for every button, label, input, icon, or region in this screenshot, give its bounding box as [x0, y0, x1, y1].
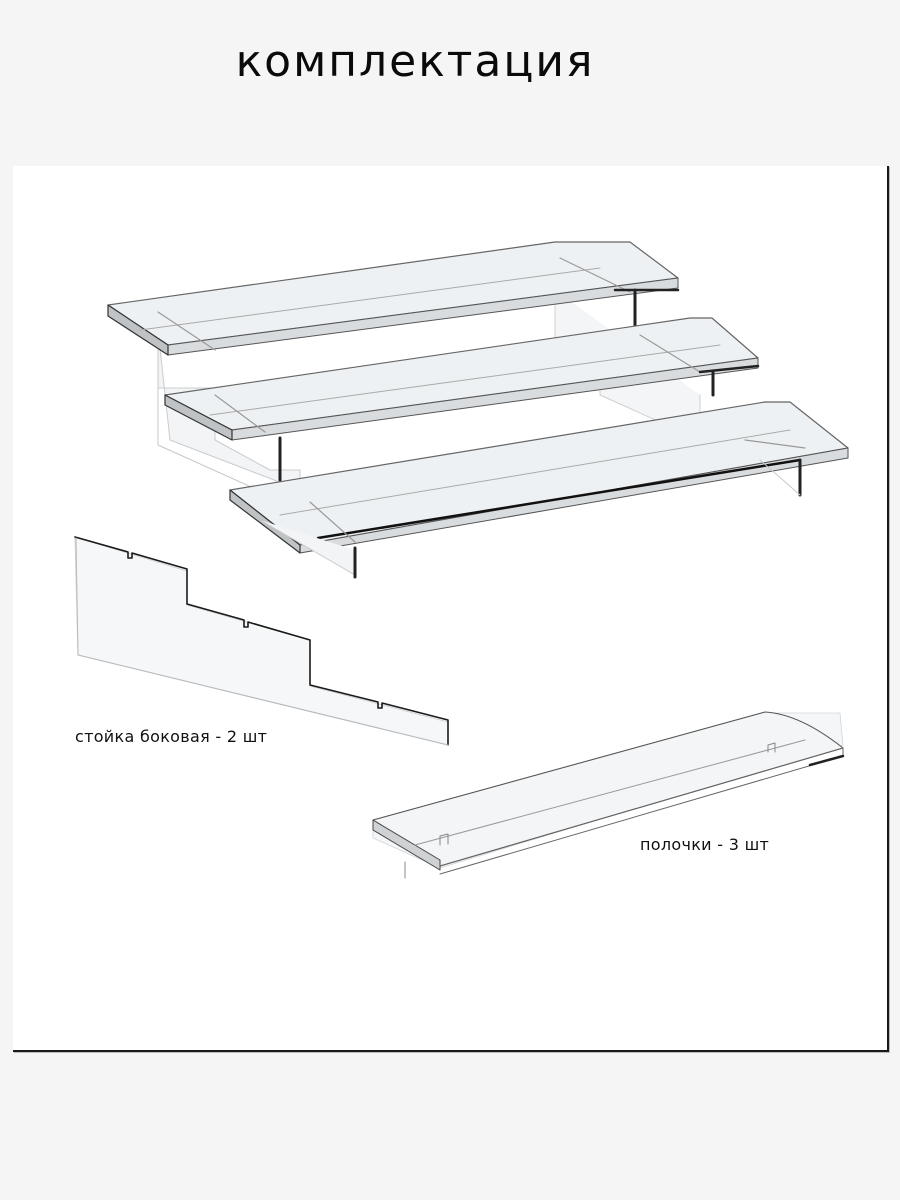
shelf-label: полочки - 3 шт	[640, 835, 770, 854]
product-frame: стойка боковая - 2 шт полочки - 3 шт	[13, 166, 889, 1052]
product-illustration	[74, 241, 849, 879]
top-shelf	[107, 241, 680, 372]
bottom-shelf	[229, 401, 849, 579]
page-title: комплектация	[235, 36, 595, 87]
assembled-stand-illustration	[107, 241, 849, 579]
side-stand-illustration	[74, 536, 449, 746]
side-stand-label: стойка боковая - 2 шт	[75, 727, 268, 746]
shelf-illustration	[372, 711, 845, 879]
middle-shelf	[164, 317, 760, 482]
